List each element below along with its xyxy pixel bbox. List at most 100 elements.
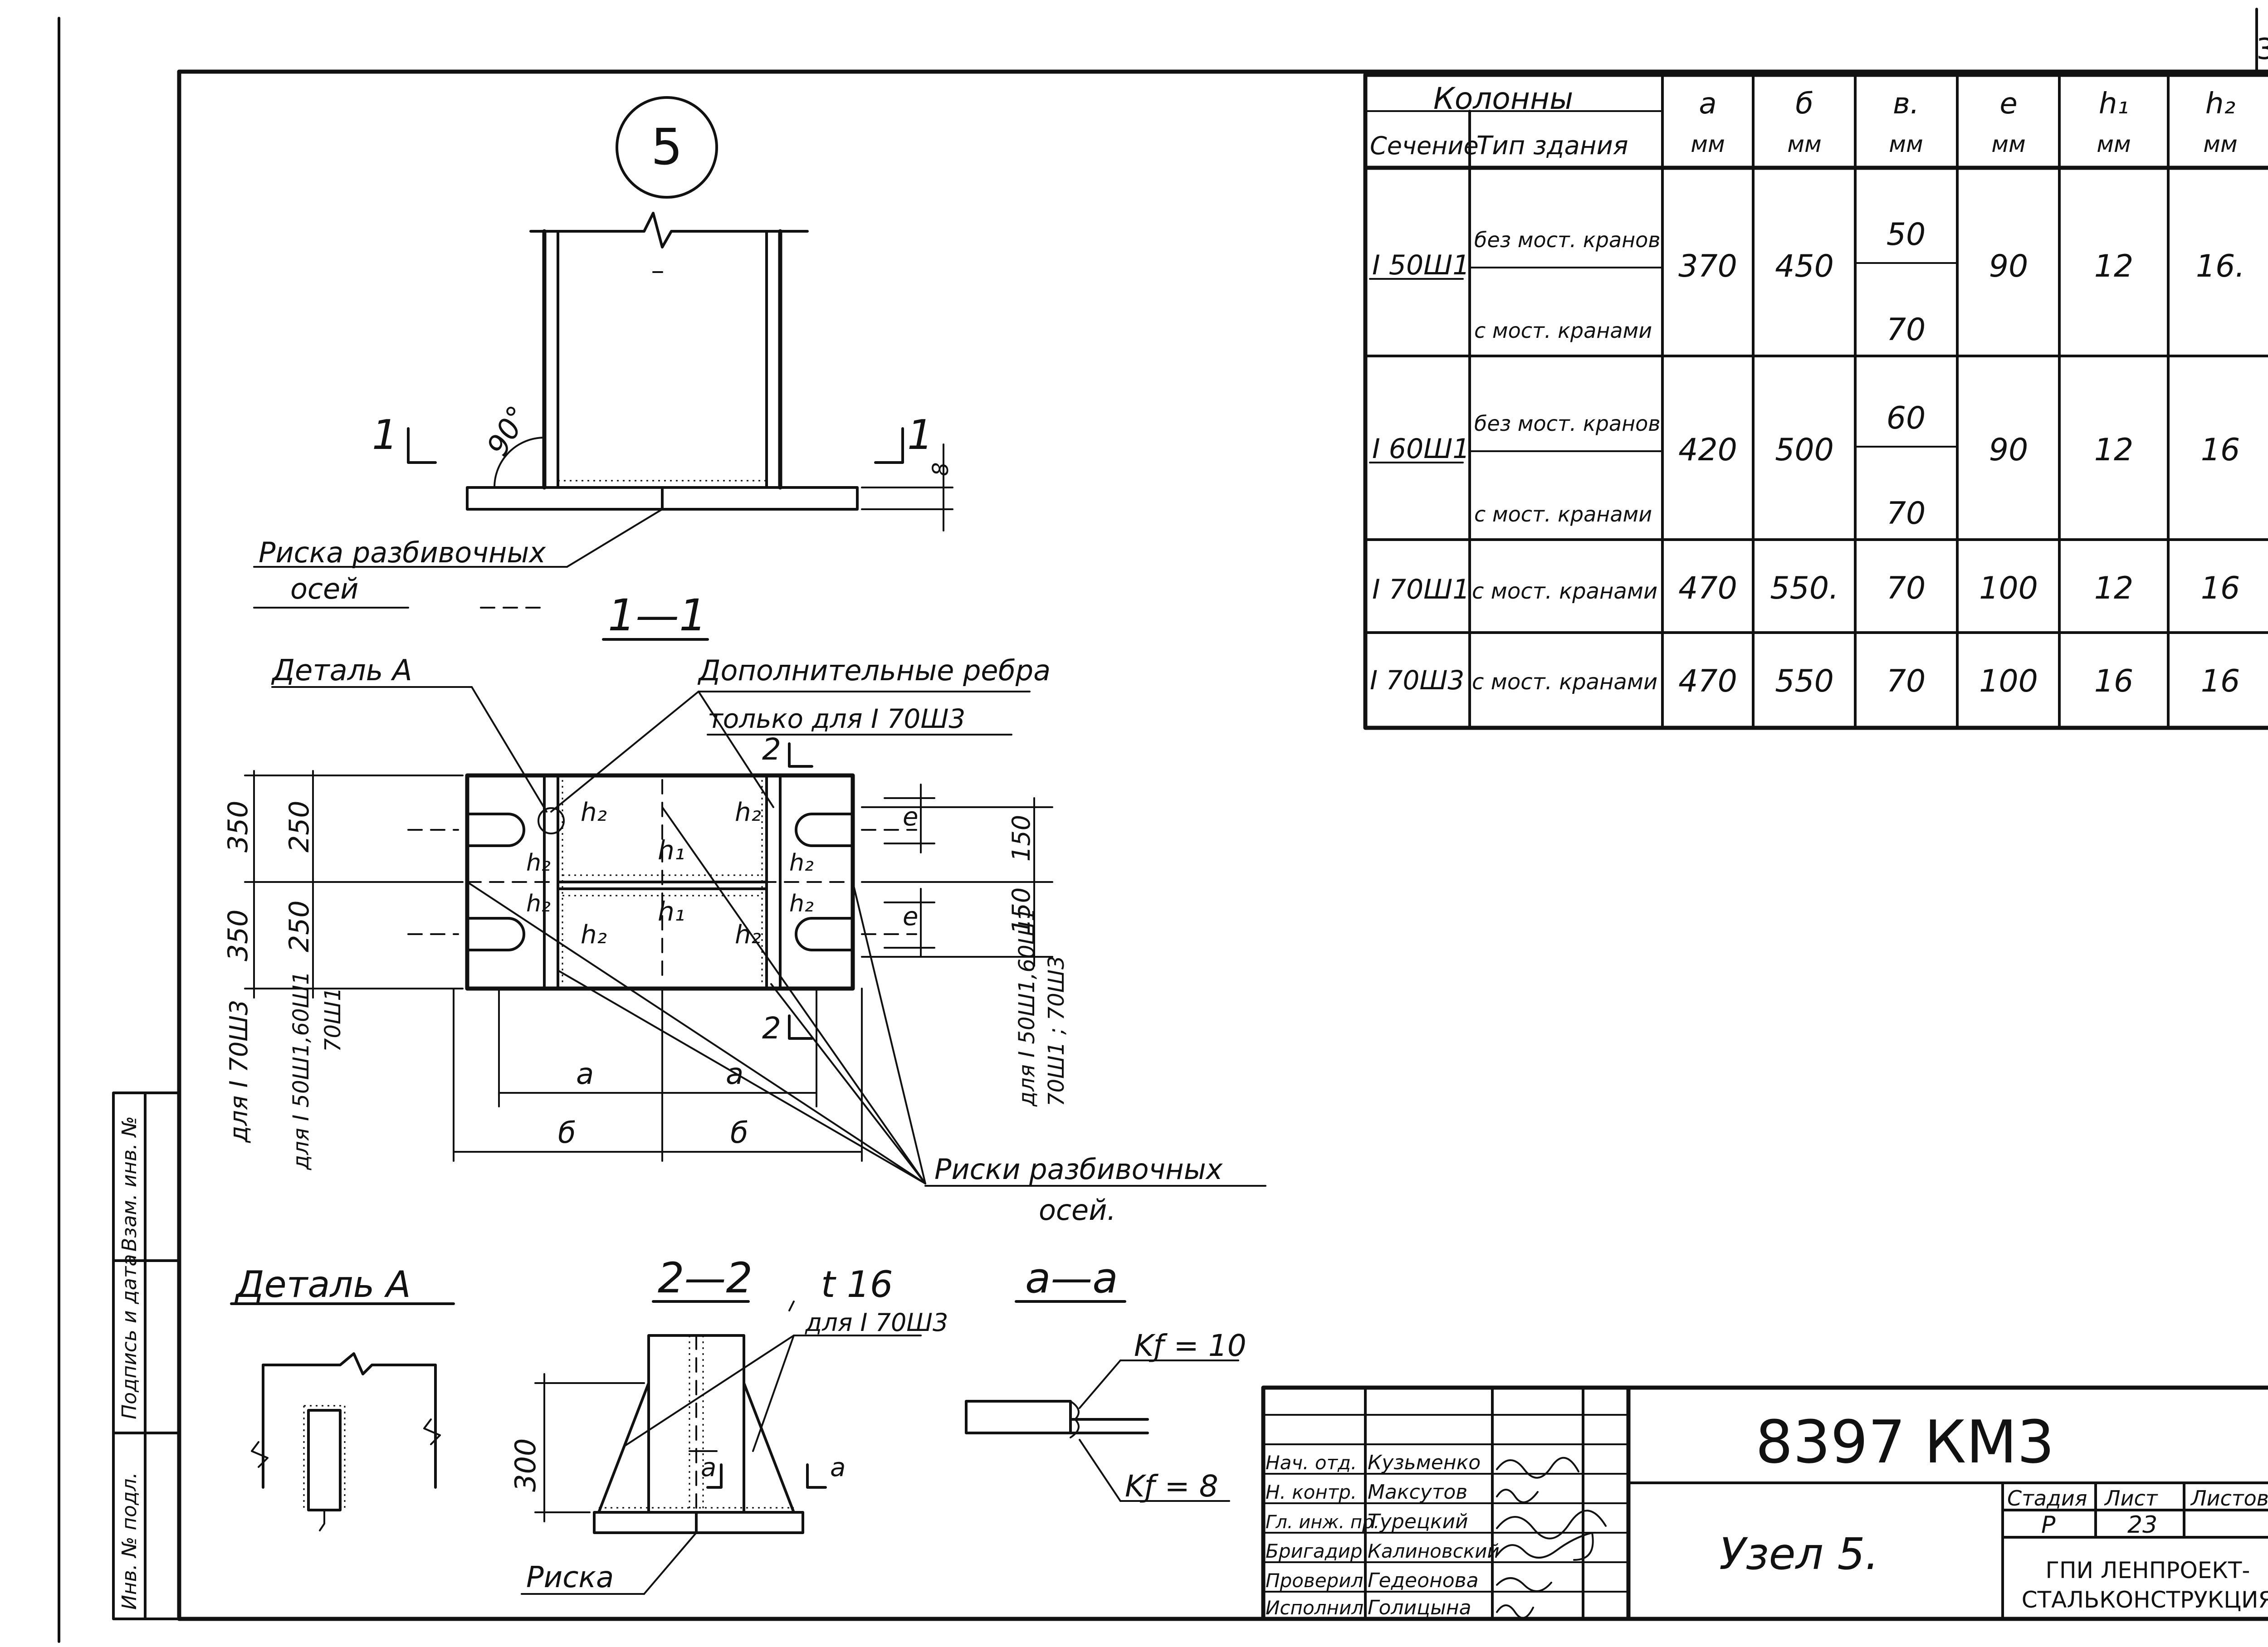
h2-label-2: h₂	[735, 798, 761, 827]
person-name: Калиновский	[1368, 1540, 1500, 1562]
section-a-a: а—а Kƒ = 10 Kƒ = 8	[965, 1254, 1246, 1504]
thickness-label: t 16	[821, 1263, 893, 1306]
table-row: I 70Ш3 с мост. кранами 470 550 70 100 16…	[1370, 663, 2240, 699]
person-role: Н. контр.	[1266, 1481, 1357, 1503]
section-a-a-title: а—а	[1025, 1254, 1118, 1302]
section-1-1-title: 1—1	[608, 590, 707, 641]
header-b-unit: мм	[1787, 131, 1821, 157]
side-stamp-inv: Инв. № подл.	[118, 1472, 141, 1610]
person-role: Проверил	[1266, 1569, 1363, 1592]
person-name: Кузьменко	[1368, 1451, 1481, 1474]
row-e: 100	[1979, 570, 2038, 606]
header-e: e	[1999, 87, 2017, 121]
detail-a-circle	[538, 807, 565, 834]
row-a: 470	[1678, 570, 1737, 606]
h2-label-4: h₂	[789, 849, 814, 877]
e-label-top: e	[903, 802, 918, 832]
header-h2: h₂	[2205, 87, 2235, 121]
detail-a-reference: Деталь А	[271, 654, 412, 687]
table-header-building: Тип здания	[1476, 131, 1628, 161]
row-h1: 16	[2094, 663, 2134, 699]
h2-label-5: h₂	[581, 920, 607, 950]
row-b: 450	[1775, 249, 1834, 284]
row-section: I 50Ш1	[1372, 249, 1470, 281]
row-e: 90	[1989, 432, 2028, 468]
side-stamp-vzam: Взам. инв. №	[118, 1116, 141, 1252]
cut-2-bottom: 2	[762, 1011, 781, 1046]
row-type-1: с мост. кранами	[1472, 669, 1657, 695]
cut-2-top: 2	[762, 732, 781, 767]
person-row: Исполнил Голицына	[1266, 1596, 1471, 1619]
dim-350-top: 350	[222, 800, 254, 853]
row-v2: 70	[1887, 496, 1926, 531]
row-type-2: с мост. кранами	[1474, 502, 1652, 526]
left-note-70w3: для I 70Ш3	[225, 1000, 253, 1143]
row-section: I 60Ш1	[1372, 433, 1470, 465]
e-label-bottom: e	[903, 902, 918, 931]
h2-label-3: h₂	[526, 849, 551, 877]
row-type-1: без мост. кранов	[1474, 411, 1660, 436]
section-2-2-title: 2—2	[658, 1254, 753, 1302]
node-title: Узел 5.	[1719, 1529, 1879, 1579]
dim-150-bottom: 150	[1007, 887, 1036, 934]
header-v: в.	[1893, 87, 1919, 121]
doc-code: 8397 КМ3	[1755, 1408, 2054, 1476]
header-a-unit: мм	[1691, 131, 1725, 157]
right-note-50w1: для I 50Ш1,60Ш1	[1014, 907, 1040, 1107]
extra-ribs-label: Дополнительные ребра	[697, 654, 1051, 687]
row-e: 90	[1989, 249, 2028, 284]
h2-label-6: h₂	[735, 920, 761, 950]
section-mark-right: 1	[907, 411, 933, 459]
row-a: 420	[1678, 432, 1737, 468]
title-block: Нач. отд. Кузьменко Н. контр. Максутов Г…	[1261, 1385, 2268, 1621]
row-b: 550.	[1770, 570, 1838, 606]
table-row: I 70Ш1 с мост. кранами 470 550. 70 100 1…	[1372, 570, 2240, 606]
dim-a-left: а	[576, 1057, 594, 1091]
header-h2-unit: мм	[2203, 131, 2237, 157]
sheet-value: 23	[2127, 1511, 2157, 1539]
row-h1: 12	[2094, 249, 2134, 284]
person-name: Максутов	[1368, 1481, 1467, 1504]
row-v1: 50	[1887, 217, 1926, 253]
person-role: Гл. инж. пр.	[1266, 1512, 1379, 1533]
row-type-2: с мост. кранами	[1474, 318, 1652, 343]
row-section: I 70Ш1	[1372, 574, 1470, 605]
side-stamp: Инв. № подл. Подпись и дата Взам. инв. №	[112, 1092, 181, 1620]
table-header-section: Сечение	[1370, 132, 1479, 160]
right-note-70w1: 70Ш1 ; 70Ш3	[1044, 955, 1069, 1106]
dim-300: 300	[509, 1438, 542, 1492]
header-e-unit: мм	[1991, 131, 2025, 157]
dim-150-top: 150	[1007, 815, 1036, 862]
h2-label-7: h₂	[526, 890, 551, 917]
row-h1: 12	[2094, 432, 2134, 468]
row-a: 470	[1678, 663, 1737, 699]
thickness-for-note: для I 70Ш3	[805, 1308, 948, 1337]
node-number: 5	[651, 118, 683, 176]
row-e: 100	[1979, 663, 2038, 699]
row-h2: 16.	[2196, 249, 2245, 284]
person-role: Исполнил	[1266, 1597, 1364, 1619]
left-note-50w1: для I 50Ш1,60Ш1	[288, 971, 314, 1170]
person-row: Гл. инж. пр. Турецкий	[1266, 1510, 1468, 1533]
axis-marks-label-2: осей.	[1039, 1194, 1116, 1227]
person-role: Бригадир	[1266, 1540, 1363, 1562]
row-a: 370	[1678, 249, 1737, 284]
page-number: 33	[2256, 33, 2268, 66]
stage-label: Стадия	[2007, 1486, 2087, 1511]
row-section: I 70Ш3	[1370, 665, 1464, 696]
person-row: Проверил Гедеонова	[1266, 1569, 1479, 1592]
row-h2: 16	[2201, 432, 2240, 468]
person-name: Голицына	[1368, 1596, 1471, 1619]
table-group-header: Колонны	[1433, 81, 1573, 116]
left-note-70w1: 70Ш1	[320, 987, 346, 1052]
table-row: I 60Ш1 без мост. кранов с мост. кранами …	[1369, 400, 2240, 531]
node-number-circle	[616, 96, 718, 199]
axis-mark-2-2: Риска	[526, 1561, 614, 1594]
side-stamp-sign: Подпись и дата	[118, 1254, 141, 1419]
sheet-frame: 33	[58, 8, 2268, 1643]
a-mark-right: а	[830, 1453, 846, 1482]
row-b: 500	[1775, 432, 1834, 468]
person-row: Нач. отд. Кузьменко	[1266, 1451, 1481, 1474]
h1-label-1: h₁	[658, 835, 685, 866]
